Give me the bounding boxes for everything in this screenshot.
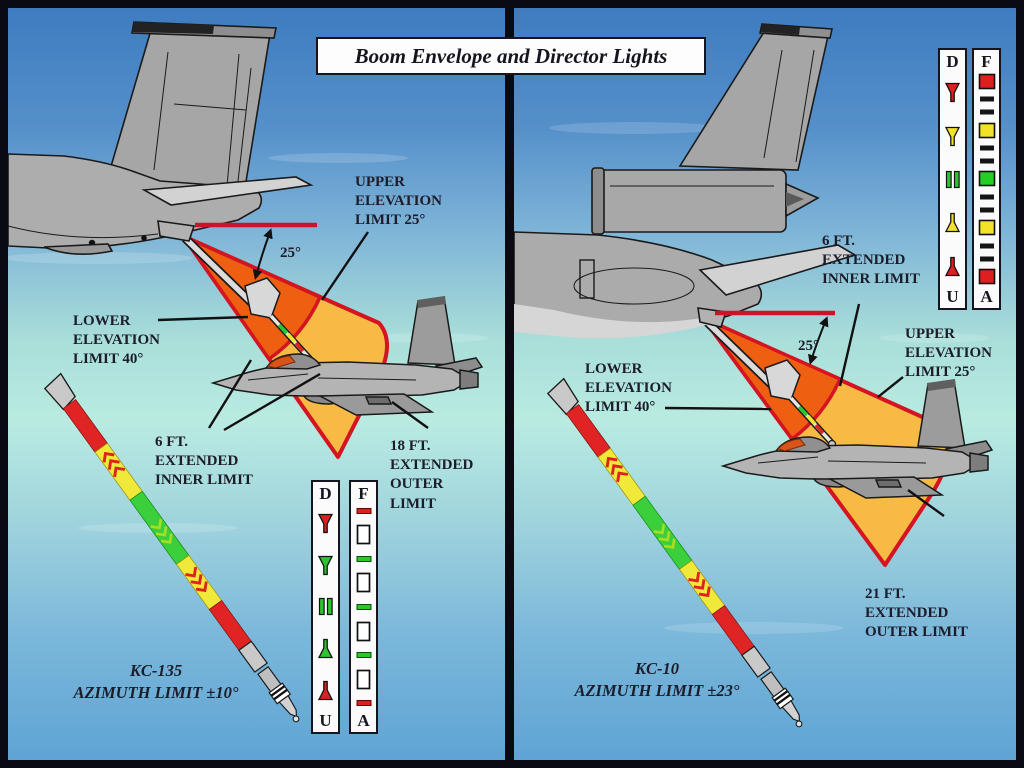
outer-limit-label: 18 FT. EXTENDED OUTER LIMIT	[390, 438, 474, 512]
arrow-up-green-symbol	[317, 638, 334, 659]
square-yellow-symbol	[978, 122, 996, 139]
arrow-up-red-symbol	[317, 680, 334, 701]
extension-director-symbols	[974, 70, 999, 288]
kc135-tanker	[8, 21, 314, 255]
square-green-symbol	[978, 170, 996, 187]
up-letter: U	[319, 711, 332, 730]
forward-letter: F	[358, 484, 369, 503]
down-letter: D	[946, 52, 959, 71]
center-bars-green-symbol	[317, 597, 335, 616]
arrow-up-yellow-symbol	[944, 212, 961, 233]
arrow-down-red-symbol	[944, 82, 961, 103]
kc10-azimuth-limit-label: KC-10 AZIMUTH LIMIT ±23°	[574, 659, 740, 701]
elevation-angle-arrow	[808, 316, 829, 365]
kc10-extension-director-strip: F A	[972, 48, 1001, 310]
kc135-diagram-art	[8, 21, 488, 729]
leader-lines	[664, 303, 945, 517]
slide-title: Boom Envelope and Director Lights	[316, 37, 706, 75]
elevation-angle-arrow	[252, 228, 273, 280]
dash-red-symbol	[356, 507, 372, 515]
elevation-director-symbols	[313, 502, 338, 712]
square-red-symbol	[978, 268, 996, 285]
down-letter: D	[319, 484, 332, 503]
slot-blank-symbol	[356, 621, 371, 642]
lower-elevation-limit-label: LOWER ELEVATION LIMIT 40°	[73, 313, 160, 368]
kc135-azimuth-limit-label: KC-135 AZIMUTH LIMIT ±10°	[73, 661, 239, 703]
dash-green-symbol	[356, 651, 372, 659]
kc135-panel: UPPER ELEVATION LIMIT 25° 25° LOWER ELEV…	[8, 8, 505, 760]
arrow-down-red-symbol	[317, 513, 334, 534]
dash-black-symbol	[979, 157, 995, 165]
dash-black-symbol	[979, 255, 995, 263]
kc10-panel: 6 FT. EXTENDED INNER LIMIT UPPER ELEVATI…	[514, 8, 1016, 760]
kc10-diagram-art	[514, 23, 993, 734]
dash-black-symbol	[979, 108, 995, 116]
dash-green-symbol	[356, 555, 372, 563]
inner-limit-label: 6 FT. EXTENDED INNER LIMIT	[822, 233, 920, 288]
kc135-elevation-director-strip: D U	[311, 480, 340, 734]
dash-red-symbol	[356, 699, 372, 707]
extension-director-symbols	[351, 502, 376, 712]
arrow-down-green-symbol	[317, 555, 334, 576]
kc10-tanker	[514, 23, 857, 339]
square-red-symbol	[978, 73, 996, 90]
dash-black-symbol	[979, 206, 995, 214]
aft-letter: A	[357, 711, 370, 730]
cloud-streaks	[549, 122, 989, 634]
dash-black-symbol	[979, 95, 995, 103]
panel-divider	[505, 8, 514, 760]
elevation-angle-label: 25°	[798, 338, 819, 354]
slot-blank-symbol	[356, 524, 371, 545]
kc135-extension-director-strip: F A	[349, 480, 378, 734]
upper-elevation-limit-label: UPPER ELEVATION LIMIT 25°	[355, 174, 442, 229]
leader-lines	[157, 231, 429, 432]
up-letter: U	[946, 287, 959, 306]
lower-elevation-limit-label: LOWER ELEVATION LIMIT 40°	[585, 361, 672, 416]
outer-limit-label: 21 FT. EXTENDED OUTER LIMIT	[865, 586, 968, 641]
forward-letter: F	[981, 52, 992, 71]
inner-limit-label: 6 FT. EXTENDED INNER LIMIT	[155, 434, 253, 489]
dash-black-symbol	[979, 242, 995, 250]
elevation-angle-label: 25°	[280, 245, 301, 261]
dash-black-symbol	[979, 193, 995, 201]
square-yellow-symbol	[978, 219, 996, 236]
elevation-director-symbols	[940, 70, 965, 288]
aft-letter: A	[980, 287, 993, 306]
arrow-up-red-symbol	[944, 256, 961, 277]
arrow-down-yellow-symbol	[944, 126, 961, 147]
dash-green-symbol	[356, 603, 372, 611]
upper-elevation-limit-label: UPPER ELEVATION LIMIT 25°	[905, 326, 992, 381]
kc10-elevation-director-strip: D U	[938, 48, 967, 310]
center-bars-green-symbol	[944, 170, 962, 189]
dash-black-symbol	[979, 144, 995, 152]
slot-blank-symbol	[356, 669, 371, 690]
slot-blank-symbol	[356, 572, 371, 593]
